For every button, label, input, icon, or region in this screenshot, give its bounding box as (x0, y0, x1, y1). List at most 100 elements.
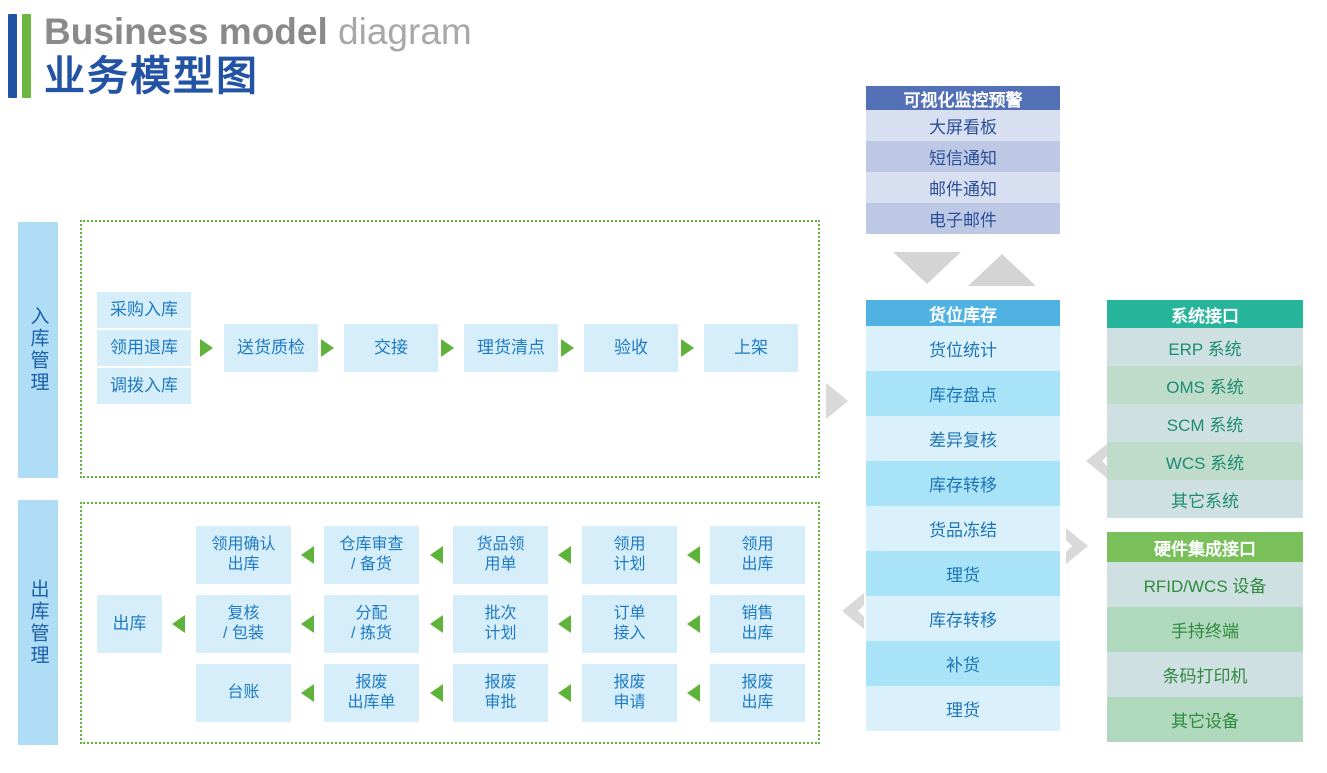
inbound-source-box-1[interactable]: 采购入库 (97, 292, 191, 328)
outbound-cell-r2c1[interactable]: 复核/ 包装 (196, 595, 291, 653)
panel-system-row-4[interactable]: WCS 系统 (1107, 442, 1303, 480)
outbound-cell-r2c5[interactable]: 销售出库 (710, 595, 805, 653)
panel-system-interface: 系统接口 ERP 系统 OMS 系统 SCM 系统 WCS 系统 其它系统 (1107, 300, 1303, 518)
panel-inventory-row-4[interactable]: 库存转移 (866, 461, 1060, 506)
outbound-cell-r3c2[interactable]: 报废出库单 (324, 664, 419, 722)
panel-hardware-row-3[interactable]: 条码打印机 (1107, 652, 1303, 697)
connector-inventory-to-outbound-icon (822, 585, 864, 637)
inbound-flow-box-4[interactable]: 验收 (584, 324, 678, 372)
outbound-cell-text-r1c2: 仓库审查/ 备货 (339, 535, 403, 574)
outbound-cell-r3c1[interactable]: 台账 (196, 664, 291, 722)
inbound-flow-label-5: 上架 (734, 337, 768, 357)
outbound-cell-r2c3[interactable]: 批次计划 (453, 595, 548, 653)
panel-inventory-row-9[interactable]: 理货 (866, 686, 1060, 731)
outbound-cell-text-r3c1: 台账 (227, 683, 259, 703)
panel-system-row-5[interactable]: 其它系统 (1107, 480, 1303, 518)
panel-system-row-1[interactable]: ERP 系统 (1107, 328, 1303, 366)
outbound-cell-line2-r3c3: 审批 (484, 694, 517, 711)
inbound-flow-box-3[interactable]: 理货清点 (464, 324, 558, 372)
outbound-cell-line2-r1c5: 出库 (741, 556, 774, 573)
inbound-source-label-2: 领用退库 (110, 337, 178, 357)
outbound-cell-line1-r3c4: 报废 (613, 674, 646, 692)
outbound-arrow-icon-r2c3 (558, 615, 571, 633)
panel-inventory-row-2[interactable]: 库存盘点 (866, 371, 1060, 416)
outbound-cell-line2-r3c2: 出库单 (347, 694, 396, 711)
panel-system-row-3[interactable]: SCM 系统 (1107, 404, 1303, 442)
panel-inventory-row-3[interactable]: 差异复核 (866, 416, 1060, 461)
inbound-arrow-icon-1 (200, 339, 213, 357)
panel-hardware-row-2[interactable]: 手持终端 (1107, 607, 1303, 652)
outbound-cell-line2-r1c1: 出库 (227, 556, 260, 573)
outbound-arrow-icon-r2c4 (687, 615, 700, 633)
outbound-cell-line1-r1c3: 货品领 (476, 536, 525, 554)
panel-inventory-header: 货位库存 (866, 300, 1060, 326)
outbound-cell-text-r1c5: 领用出库 (741, 535, 773, 574)
outbound-arrow-icon-r1c4 (687, 546, 700, 564)
outbound-arrow-icon-r3c3 (558, 684, 571, 702)
panel-system-row-2[interactable]: OMS 系统 (1107, 366, 1303, 404)
outbound-cell-text-r3c2: 报废出库单 (347, 673, 395, 712)
outbound-exit-box[interactable]: 出库 (97, 595, 162, 653)
title-english-strong: Business model (44, 11, 328, 52)
inbound-flow-box-1[interactable]: 送货质检 (224, 324, 318, 372)
outbound-cell-text-r2c2: 分配/ 拣货 (351, 604, 392, 643)
inbound-source-box-2[interactable]: 领用退库 (97, 330, 191, 366)
outbound-cell-text-r3c5: 报废出库 (741, 673, 773, 712)
panel-monitor-row-4[interactable]: 电子邮件 (866, 203, 1060, 234)
outbound-cell-r3c3[interactable]: 报废审批 (453, 664, 548, 722)
outbound-cell-r2c2[interactable]: 分配/ 拣货 (324, 595, 419, 653)
inbound-source-label-1: 采购入库 (110, 299, 178, 319)
inbound-flow-label-4: 验收 (614, 337, 648, 357)
outbound-cell-r1c1[interactable]: 领用确认出库 (196, 526, 291, 584)
inbound-source-box-3[interactable]: 调拨入库 (97, 368, 191, 404)
outbound-cell-line1-r3c3: 报废 (484, 674, 517, 692)
panel-inventory-row-1[interactable]: 货位统计 (866, 326, 1060, 371)
inbound-source-label-3: 调拨入库 (110, 375, 178, 395)
panel-inventory-row-5[interactable]: 货品冻结 (866, 506, 1060, 551)
outbound-cell-line2-r2c1: / 包装 (223, 625, 264, 642)
outbound-cell-text-r1c4: 领用计划 (613, 535, 645, 574)
panel-inventory-row-7[interactable]: 库存转移 (866, 596, 1060, 641)
connector-inbound-to-inventory-icon (826, 375, 868, 427)
accent-bar-blue (8, 14, 17, 98)
outbound-cell-line2-r2c3: 计划 (484, 625, 517, 642)
panel-inventory-row-6[interactable]: 理货 (866, 551, 1060, 596)
outbound-cell-r1c5[interactable]: 领用出库 (710, 526, 805, 584)
panel-inventory-row-8[interactable]: 补货 (866, 641, 1060, 686)
outbound-cell-line1-r2c3: 批次 (484, 605, 517, 623)
outbound-cell-line1-r2c2: 分配 (355, 605, 388, 623)
outbound-cell-r1c2[interactable]: 仓库审查/ 备货 (324, 526, 419, 584)
panel-monitor: 可视化监控预警 大屏看板 短信通知 邮件通知 电子邮件 (866, 86, 1060, 234)
outbound-cell-r2c4[interactable]: 订单接入 (582, 595, 677, 653)
panel-monitor-row-2[interactable]: 短信通知 (866, 141, 1060, 172)
outbound-cell-text-r3c3: 报废审批 (484, 673, 516, 712)
outbound-arrow-icon-r2c2 (430, 615, 443, 633)
inbound-flow-box-2[interactable]: 交接 (344, 324, 438, 372)
panel-hardware-row-4[interactable]: 其它设备 (1107, 697, 1303, 742)
panel-hardware-header: 硬件集成接口 (1107, 532, 1303, 562)
outbound-cell-r1c3[interactable]: 货品领用单 (453, 526, 548, 584)
outbound-cell-line2-r2c4: 接入 (613, 625, 646, 642)
outbound-cell-text-r2c1: 复核/ 包装 (223, 604, 264, 643)
inbound-flow-box-5[interactable]: 上架 (704, 324, 798, 372)
outbound-cell-r1c4[interactable]: 领用计划 (582, 526, 677, 584)
outbound-cell-r3c5[interactable]: 报废出库 (710, 664, 805, 722)
outbound-arrow-icon-r3c4 (687, 684, 700, 702)
panel-monitor-row-1[interactable]: 大屏看板 (866, 110, 1060, 141)
panel-monitor-header: 可视化监控预警 (866, 86, 1060, 110)
connector-system-to-inventory-icon (1066, 435, 1108, 487)
outbound-cell-line1-r2c5: 销售 (741, 605, 774, 623)
outbound-arrow-icon-r2c1 (301, 615, 314, 633)
panel-hardware-row-1[interactable]: RFID/WCS 设备 (1107, 562, 1303, 607)
section-label-inbound: 入库管理 (18, 222, 58, 478)
outbound-cell-line1-r1c5: 领用 (741, 536, 774, 554)
inbound-flow-label-1: 送货质检 (237, 337, 305, 357)
panel-inventory: 货位库存 货位统计 库存盘点 差异复核 库存转移 货品冻结 理货 库存转移 补货… (866, 300, 1060, 731)
outbound-arrow-icon-r3c2 (430, 684, 443, 702)
outbound-group-frame (80, 502, 820, 744)
page-title-block: Business model diagram 业务模型图 (8, 8, 708, 100)
outbound-cell-line1-r3c2: 报废 (355, 674, 388, 692)
outbound-cell-r3c4[interactable]: 报废申请 (582, 664, 677, 722)
outbound-cell-line1-r1c4: 领用 (613, 536, 646, 554)
panel-monitor-row-3[interactable]: 邮件通知 (866, 172, 1060, 203)
